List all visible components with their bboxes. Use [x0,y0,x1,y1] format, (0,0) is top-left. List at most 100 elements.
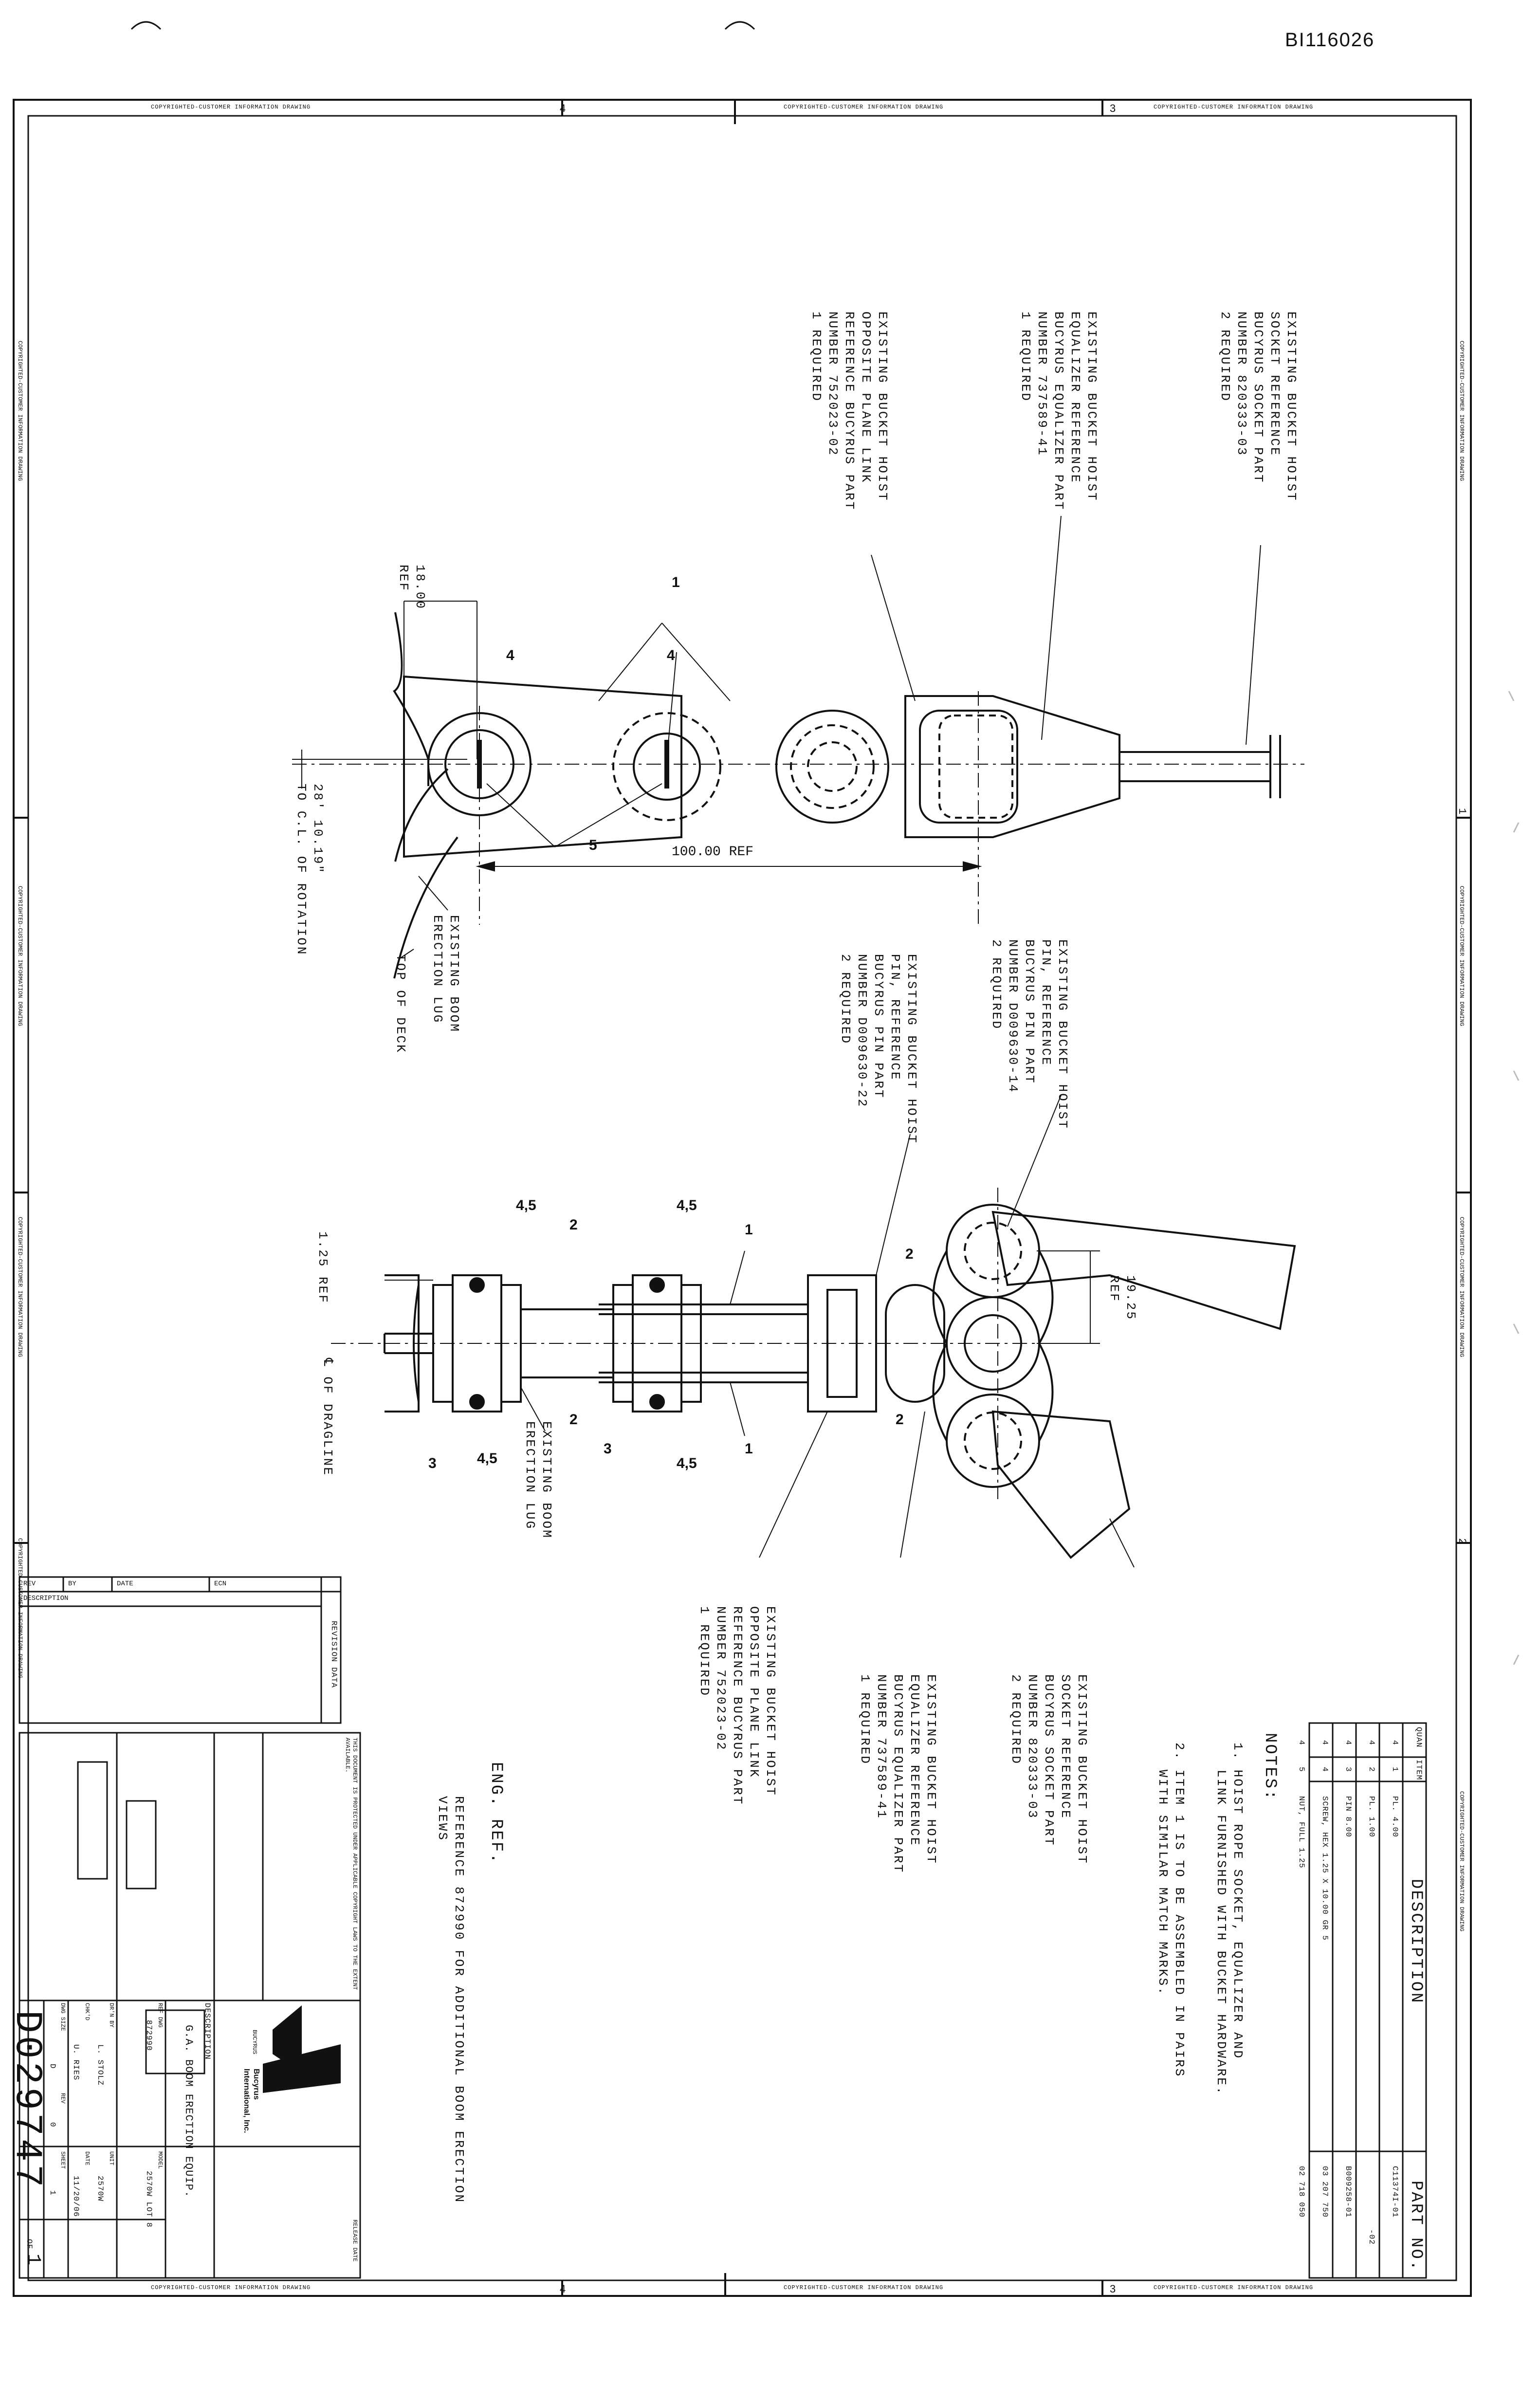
note-2: 2. ITEM 1 IS TO BE ASSEMBLED IN PAIRS WI… [1155,1743,1187,2078]
upper-callout-plane-link: EXISTING BUCKET HOIST OPPOSITE PLANE LIN… [809,312,890,511]
copyright-bottom-center: COPYRIGHTED-CUSTOMER INFORMATION DRAWING [784,2284,944,2291]
upper-dim-100: 100.00 REF [672,844,754,860]
upper-dim-18: 18.00 REF [396,565,427,610]
sheet-total: 1 [22,2254,44,2267]
bom-header-item: ITEM [1414,1760,1423,1780]
bom-row3-part: B009258-01 [1344,2166,1353,2218]
copyright-right-4: COPYRIGHTED-CUSTOMER INFORMATION DRAWING [1458,1791,1465,1932]
upper-item-4b: 4 [667,647,675,663]
document-id: BI116026 [1285,29,1375,51]
zone-4-bottom: 4 [560,2283,566,2295]
eng-ref-title: ENG. REF. [487,1762,505,1865]
bom-row4-quan: 4 [1320,1740,1329,1745]
unit-value: 2570W [96,2176,105,2202]
bom-row4-part: 03 207 750 [1320,2166,1329,2218]
upper-callout-equalizer: EXISTING BUCKET HOIST EQUALIZER REFERENC… [1018,312,1099,511]
date-label: DATE [84,2151,91,2165]
bom-row5-quan: 4 [1297,1740,1306,1745]
zone-3: 3 [1110,102,1116,114]
lower-callout-equalizer: EXISTING BUCKET HOIST EQUALIZER REFERENC… [858,1674,938,1874]
rev-header-rev: REV [23,1580,36,1588]
socket-lower-right [991,1410,1131,1559]
title-block [18,1732,361,2279]
lower-item-2b: 2 [905,1246,914,1262]
bom-row5-item: 5 [1297,1767,1306,1772]
lower-callout-socket: EXISTING BUCKET HOIST SOCKET REFERENCE B… [1008,1674,1089,1865]
lower-item-1a: 1 [745,1222,753,1238]
lower-item-45a: 4,5 [516,1197,536,1213]
bom-table [1308,1722,1427,2279]
copyright-top-right: COPYRIGHTED-CUSTOMER INFORMATION DRAWING [1154,104,1314,110]
checked-by: U. RIES [72,2044,80,2081]
upper-item-4a: 4 [506,647,514,663]
bom-row2-item: 2 [1367,1767,1376,1772]
lower-dim-125: 1.25 REF [315,1231,330,1304]
lower-item-1b: 1 [745,1441,753,1457]
copyright-bottom-left: COPYRIGHTED-CUSTOMER INFORMATION DRAWING [151,2284,311,2291]
lower-item-2c: 2 [569,1412,578,1428]
copyright-bottom-right: COPYRIGHTED-CUSTOMER INFORMATION DRAWING [1154,2284,1314,2291]
lower-item-2d: 2 [896,1412,904,1428]
lower-dim-1925: 19.25 REF [1107,1275,1138,1321]
bom-row2-quan: 4 [1367,1740,1376,1745]
copyright-top-center: COPYRIGHTED-CUSTOMER INFORMATION DRAWING [784,104,944,110]
release-date: RELEASE DATE [351,2220,358,2262]
sheet-label: SHEET [59,2151,66,2169]
outer-border [13,99,1472,2297]
bom-row4-item: 4 [1320,1767,1329,1772]
company-name: Bucyrus International, Inc. [242,2069,260,2133]
bom-row1-desc: PL. 4.00 [1391,1796,1399,1837]
size: D [48,2064,57,2069]
inner-border [27,115,1457,2281]
upper-dim-28: 28' 10.19" TO C.L. OF ROTATION [294,784,325,956]
drawn-by: L. STOLZ [96,2044,105,2086]
bom-row2-desc: PL. 1.00 [1367,1796,1376,1837]
bom-row5-desc: NUT, FULL 1.25 [1297,1796,1306,1869]
bom-header-description: DESCRIPTION [1407,1879,1425,2004]
bom-row1-part: C11374I-01 [1391,2166,1399,2218]
lower-dragline: ℄ OF DRAGLINE [320,1358,335,1476]
socket-upper-left [991,1211,1296,1330]
upper-boom-lug: EXISTING BOOM ERECTION LUG [430,915,461,1033]
lower-view [331,1095,1296,1568]
rev-header-date: DATE [117,1580,133,1588]
upper-callout-socket: EXISTING BUCKET HOIST SOCKET REFERENCE B… [1218,312,1299,502]
pin-hole-2 [612,712,721,821]
size-label: DWG SIZE [59,2003,66,2031]
revision-data: REVISION DATA [330,1621,338,1688]
copyright-notice: THIS DOCUMENT IS PROTECTED UNDER APPLICA… [344,1738,358,1990]
sheet-of: OF [25,2239,34,2250]
copyright-left-1: COPYRIGHTED-CUSTOMER INFORMATION DRAWING [17,341,23,481]
lower-item-2a: 2 [569,1217,578,1233]
checked-label: CHK'D [84,2003,91,2021]
unit-label: UNIT [108,2151,115,2165]
model: 2570W LOT 8 [145,2171,153,2228]
lower-callout-pin: EXISTING BUCKET HOIST PIN, REFERENCE BUC… [989,939,1070,1130]
lower-boom-lug: EXISTING BOOM ERECTION LUG [523,1421,554,1539]
rev: 0 [48,2122,57,2128]
drawing-number: D029747 [5,2010,48,2190]
upper-item-1: 1 [672,574,680,590]
notes-title: NOTES: [1261,1733,1279,1801]
lower-callout-plane-link: EXISTING BUCKET HOIST OPPOSITE PLANE LIN… [697,1606,778,1806]
drawn-by-label: DR'N BY [108,2003,115,2028]
logo-wordmark: BUCYRUS [251,2030,258,2055]
bom-row4-desc: SCREW, HEX 1.25 X 10.00 GR 5 [1320,1796,1329,1941]
bom-header-quan: QUAN [1414,1727,1423,1748]
equalizer-pin-lower [946,1394,1040,1488]
copyright-left-3: COPYRIGHTED-CUSTOMER INFORMATION DRAWING [17,1217,23,1358]
bom-header-part-no: PART NO. [1407,2181,1425,2272]
lower-callout-hoist-pin: EXISTING BUCKET HOIST PIN, REFERENCE BUC… [838,954,919,1144]
bom-row5-part: 02 718 050 [1297,2166,1306,2218]
copyright-right-3: COPYRIGHTED-CUSTOMER INFORMATION DRAWING [1458,1217,1465,1358]
copyright-left-2: COPYRIGHTED-CUSTOMER INFORMATION DRAWING [17,886,23,1027]
sheet: 1 [48,2190,57,2196]
copyright-right-2: COPYRIGHTED-CUSTOMER INFORMATION DRAWING [1458,886,1465,1027]
rev-description: DESCRIPTION [23,1595,69,1602]
copyright-right-1: COPYRIGHTED-CUSTOMER INFORMATION DRAWING [1458,341,1465,481]
ref-dwg-label: REF DWG [157,2003,164,2028]
equalizer-pin [775,710,889,824]
lower-item-45b: 4,5 [677,1197,697,1213]
rev-label: REV [59,2093,66,2104]
